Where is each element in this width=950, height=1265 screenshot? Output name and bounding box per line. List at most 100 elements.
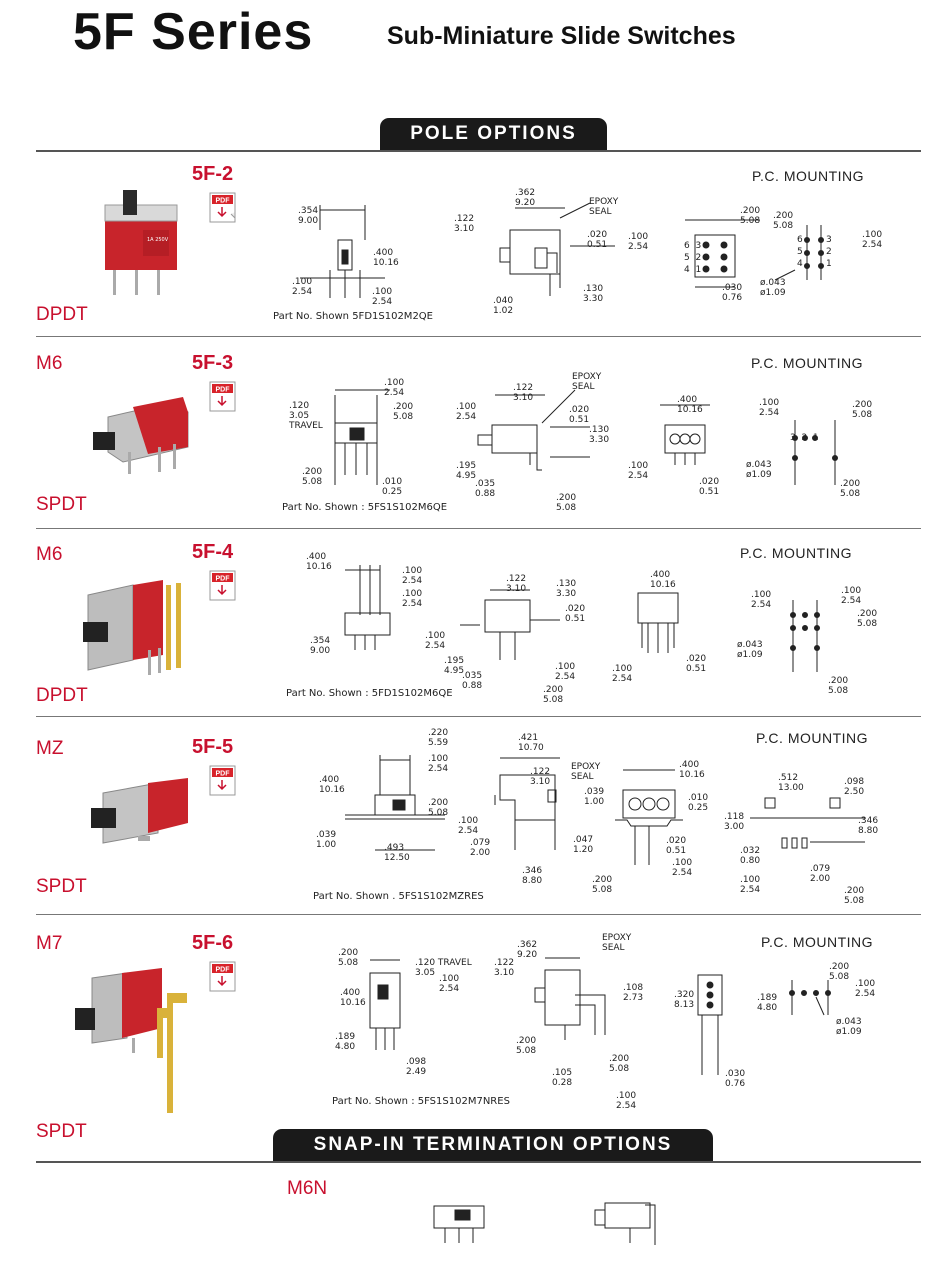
dimension-label: ø.043 ø1.09: [760, 278, 786, 298]
dimension-label: .512 13.00: [778, 773, 804, 793]
dimension-label: .100 2.54: [439, 974, 460, 994]
dimension-label: .020 0.51: [699, 477, 720, 497]
dimension-label: .130 3.30: [589, 425, 610, 445]
dimension-label: .100 2.54: [740, 875, 761, 895]
pdf-download-icon[interactable]: PDF: [209, 192, 239, 224]
dimension-label: .200 5.08: [844, 886, 865, 906]
pc-mounting-drawing: [774, 225, 824, 281]
dimension-label: .200 5.08: [516, 1036, 537, 1056]
section-divider: [36, 150, 921, 152]
dimension-label: .035 0.88: [475, 479, 496, 499]
dimension-label: .400 10.16: [650, 570, 676, 590]
side-view-drawing: [345, 755, 445, 851]
dimension-label: .020 0.51: [569, 405, 590, 425]
product-photo: 1A 250V: [104, 190, 178, 295]
pin-view-drawing: [697, 974, 723, 1075]
dimension-label: .200 5.08: [829, 962, 850, 982]
dimension-label: .220 5.59: [428, 728, 449, 748]
pc-mounting-drawing: [750, 797, 865, 849]
pdf-label: PDF: [216, 576, 231, 583]
dimension-label: ø.043 ø1.09: [746, 460, 772, 480]
dimension-label: .100 2.54: [555, 662, 576, 682]
dimension-label: .100 2.54: [628, 232, 649, 252]
section-divider: [36, 528, 921, 529]
dimension-label: .320 8.13: [674, 990, 695, 1010]
dimension-label: .120 TRAVEL 3.05: [415, 958, 472, 978]
dimension-label: .100 2.54: [425, 631, 446, 651]
pdf-label: PDF: [216, 198, 231, 205]
pdf-download-icon[interactable]: PDF: [209, 765, 239, 797]
dimension-label: .354 9.00: [310, 636, 331, 656]
dimension-label: .035 0.88: [462, 671, 483, 691]
dimension-label: .400 10.16: [373, 248, 399, 268]
pc-mounting-drawing: [790, 600, 820, 672]
dimension-label: .100 2.54: [428, 754, 449, 774]
dimension-label: .200 5.08: [840, 479, 861, 499]
dimension-label: .346 8.80: [522, 866, 543, 886]
termination-option: M6: [36, 353, 63, 374]
pdf-download-icon[interactable]: PDF: [209, 961, 239, 993]
dimension-label: .122 3.10: [494, 958, 515, 978]
pdf-download-icon[interactable]: PDF: [209, 381, 239, 413]
dimension-label: .030 0.76: [725, 1069, 746, 1089]
dimension-label: .122 3.10: [506, 574, 527, 594]
pin-view-drawing: [615, 769, 683, 865]
dimension-label: .362 9.20: [517, 940, 538, 960]
dimension-label: ø.043 ø1.09: [737, 640, 763, 660]
dimension-label: .421 10.70: [518, 733, 544, 753]
section-divider: [36, 336, 921, 337]
dimension-label: .400 10.16: [340, 988, 366, 1008]
dimension-label: .020 0.51: [686, 654, 707, 674]
dimension-label: .400 10.16: [677, 395, 703, 415]
dimension-label: .108 2.73: [623, 983, 644, 1003]
part-number: Part No. Shown : 5FS1S102M6QE: [282, 502, 448, 513]
dimension-label: .100 2.54: [372, 287, 393, 307]
front-view-drawing: [494, 757, 560, 850]
dimension-label: .200 5.08: [338, 948, 359, 968]
dimension-label: .400 10.16: [679, 760, 705, 780]
dimension-label: .200 5.08: [556, 493, 577, 513]
side-view-drawing: [300, 205, 385, 298]
dimension-label: .100 2.54: [456, 402, 477, 422]
dimension-label: .100 2.54: [292, 277, 313, 297]
snap-in-label: SNAP-IN TERMINATION OPTIONS: [313, 1134, 673, 1155]
pole-options-label: POLE OPTIONS: [410, 123, 577, 144]
dimension-label: .010 0.25: [688, 793, 709, 813]
dimension-label: .100 2.54: [402, 566, 423, 586]
pc-mounting-label: P.C. MOUNTING: [761, 934, 874, 950]
model-label: 5F-3: [192, 352, 234, 374]
termination-option: MZ: [36, 738, 64, 759]
dimension-label: .400 10.16: [306, 552, 332, 572]
dimension-label: .032 0.80: [740, 846, 761, 866]
dimension-label: .346 8.80: [858, 816, 879, 836]
pc-mounting-drawing: [789, 980, 831, 1016]
dimension-label: EPOXY SEAL: [589, 197, 619, 217]
dimension-label: .195 4.95: [444, 656, 465, 676]
dimension-label: .100 2.54: [841, 586, 862, 606]
dimension-label: .039 1.00: [584, 787, 605, 807]
dimension-label: .362 9.20: [515, 188, 536, 208]
model-label: 5F-6: [192, 932, 234, 954]
dimension-label: .200 5.08: [740, 206, 761, 226]
termination-option: M6: [36, 544, 63, 565]
snap-in-side-drawing: [433, 1205, 485, 1243]
dimension-label: .122 3.10: [513, 383, 534, 403]
pin-numbers: 6 3 5 2 4 1: [684, 241, 702, 275]
pole-type: DPDT: [36, 304, 88, 325]
model-label: 5F-5: [192, 736, 234, 758]
dimension-label: .130 3.30: [583, 284, 604, 304]
dimension-label: .100 2.54: [628, 461, 649, 481]
dimension-label: .100 2.54: [672, 858, 693, 878]
part-number: Part No. Shown . 5FS1S102MZRES: [313, 891, 484, 902]
dimension-label: .100 2.54: [862, 230, 883, 250]
dimension-label: .100 2.54: [384, 378, 405, 398]
dimension-label: EPOXY SEAL: [602, 933, 632, 953]
dimension-label: .098 2.49: [406, 1057, 427, 1077]
front-view-drawing: [499, 202, 615, 296]
dimension-label: .100 2.54: [751, 590, 772, 610]
snap-in-banner: SNAP-IN TERMINATION OPTIONS: [273, 1129, 713, 1161]
dimension-label: .200 5.08: [428, 798, 449, 818]
pdf-download-icon[interactable]: PDF: [209, 570, 239, 602]
dimension-label: .130 3.30: [556, 579, 577, 599]
dimension-label: .079 2.00: [470, 838, 491, 858]
